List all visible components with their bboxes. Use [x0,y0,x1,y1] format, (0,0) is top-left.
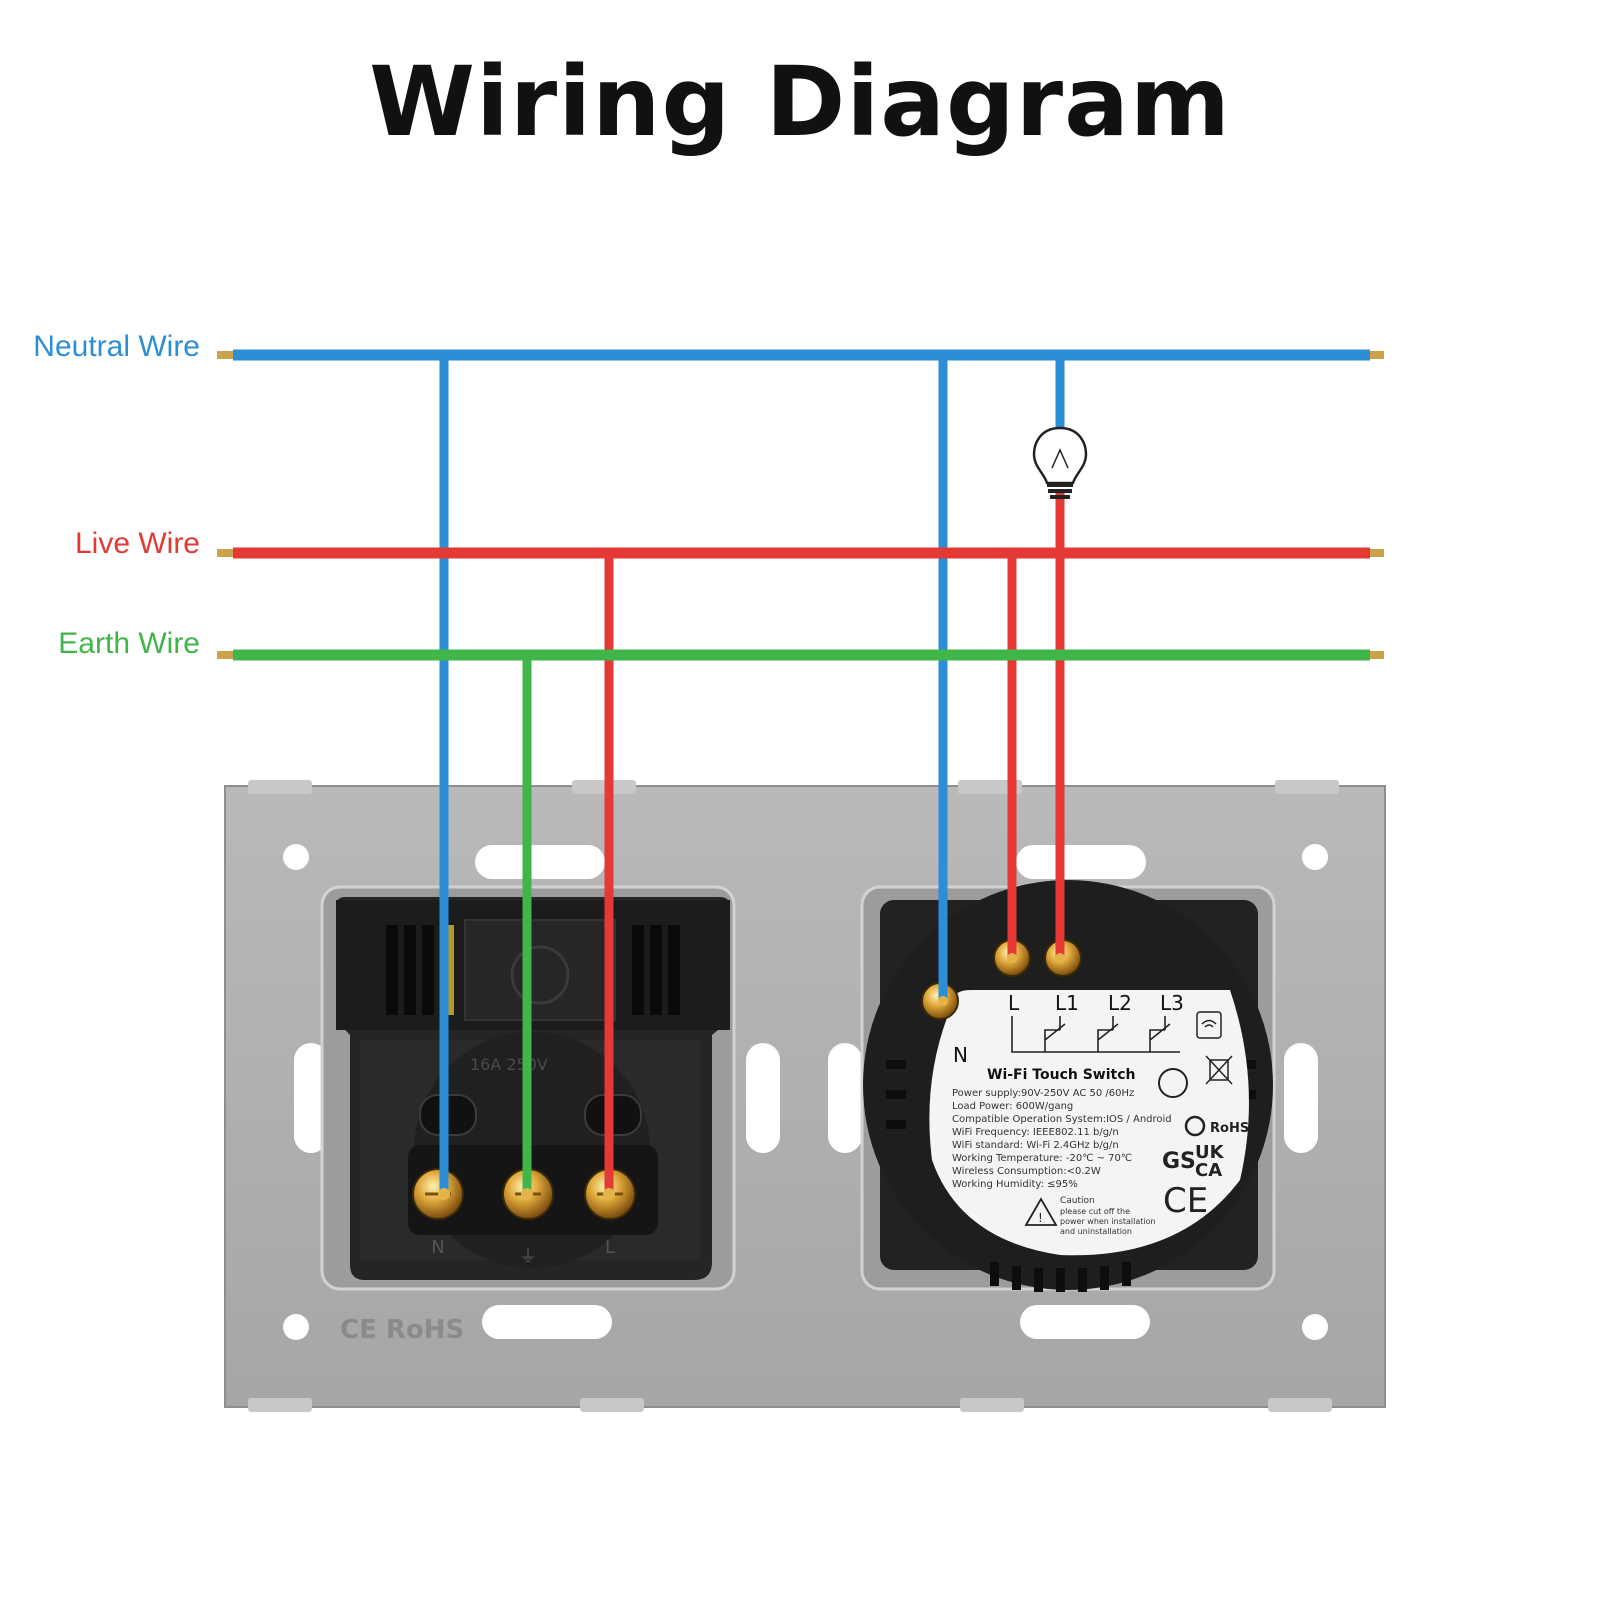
svg-text:Compatible Operation System:IO: Compatible Operation System:IOS / Androi… [952,1114,1172,1125]
socket-label-n: N [431,1237,444,1258]
socket-rating: 16A 250V [470,1055,548,1074]
earth-wire-label: Earth Wire [58,627,200,660]
socket-label-l: L [605,1237,615,1258]
switch-label-n: N [953,1043,968,1067]
caution-warning-icon: ! [1024,1197,1058,1226]
svg-text:!: ! [1038,1211,1043,1225]
live-wire-label: Live Wire [74,527,200,560]
rohs-mark: RoHS [1210,1121,1249,1136]
ukca-mark-top: UK [1195,1142,1225,1163]
terminal-wire-ends [438,953,1065,1200]
switch-specs: Power supply:90V-250V AC 50 /60Hz Load P… [952,1088,1172,1190]
ce-mark: CE [1163,1181,1208,1221]
ukca-mark-bottom: CA [1195,1160,1222,1181]
gs-mark: GS [1162,1149,1196,1174]
person-icon [1158,1068,1188,1098]
plate-hole [283,844,309,870]
svg-text:Working Temperature: -20℃ ~ 70: Working Temperature: -20℃ ~ 70℃ [952,1153,1132,1164]
plate-hole [1302,844,1328,870]
plate-marks: CE RoHS [340,1315,464,1345]
switch-label-l1: L1 [1055,991,1079,1015]
switch-title: Wi-Fi Touch Switch [987,1067,1135,1083]
switch-schematic [1011,1016,1180,1053]
plate-hole [1302,1314,1328,1340]
svg-text:Power supply:90V-250V AC 50 /: Power supply:90V-250V AC 50 /60Hz [952,1088,1134,1099]
caution-line: and uninstallation [1060,1227,1132,1236]
caution-title: Caution [1060,1196,1095,1206]
wifi-icon [1196,1011,1222,1039]
plate-hole [283,1314,309,1340]
svg-text:WiFi standard: Wi-Fi 2.4GHz b/: WiFi standard: Wi-Fi 2.4GHz b/g/n [952,1140,1119,1151]
switch-module: N L L1 L2 L3 Wi-Fi Touch Switch Power su… [863,880,1273,1292]
page-title: Wiring Diagram [369,46,1231,158]
light-bulb-icon [1032,426,1088,499]
svg-text:Working Humidity: ≤95%: Working Humidity: ≤95% [952,1179,1078,1190]
socket-label-earth: ⏚ [519,1246,537,1267]
caution-line: power when installation [1060,1217,1156,1226]
svg-text:Load Power: 600W/gang: Load Power: 600W/gang [952,1101,1073,1112]
neutral-wire-label: Neutral Wire [33,330,200,363]
svg-text:Wireless Consumption:<0.2W: Wireless Consumption:<0.2W [952,1166,1101,1177]
switch-label-l: L [1008,991,1020,1015]
wires [217,349,1384,1194]
recycle-icon [1184,1115,1206,1137]
switch-label-l3: L3 [1160,991,1184,1015]
weee-bin-icon [1205,1055,1233,1085]
caution-line: please cut off the [1060,1207,1130,1216]
socket-module: 16A 250V N ⏚ L [336,897,730,1280]
switch-label-l2: L2 [1108,991,1132,1015]
svg-text:WiFi Frequency: IEEE802.11 b/g: WiFi Frequency: IEEE802.11 b/g/n [952,1127,1119,1138]
